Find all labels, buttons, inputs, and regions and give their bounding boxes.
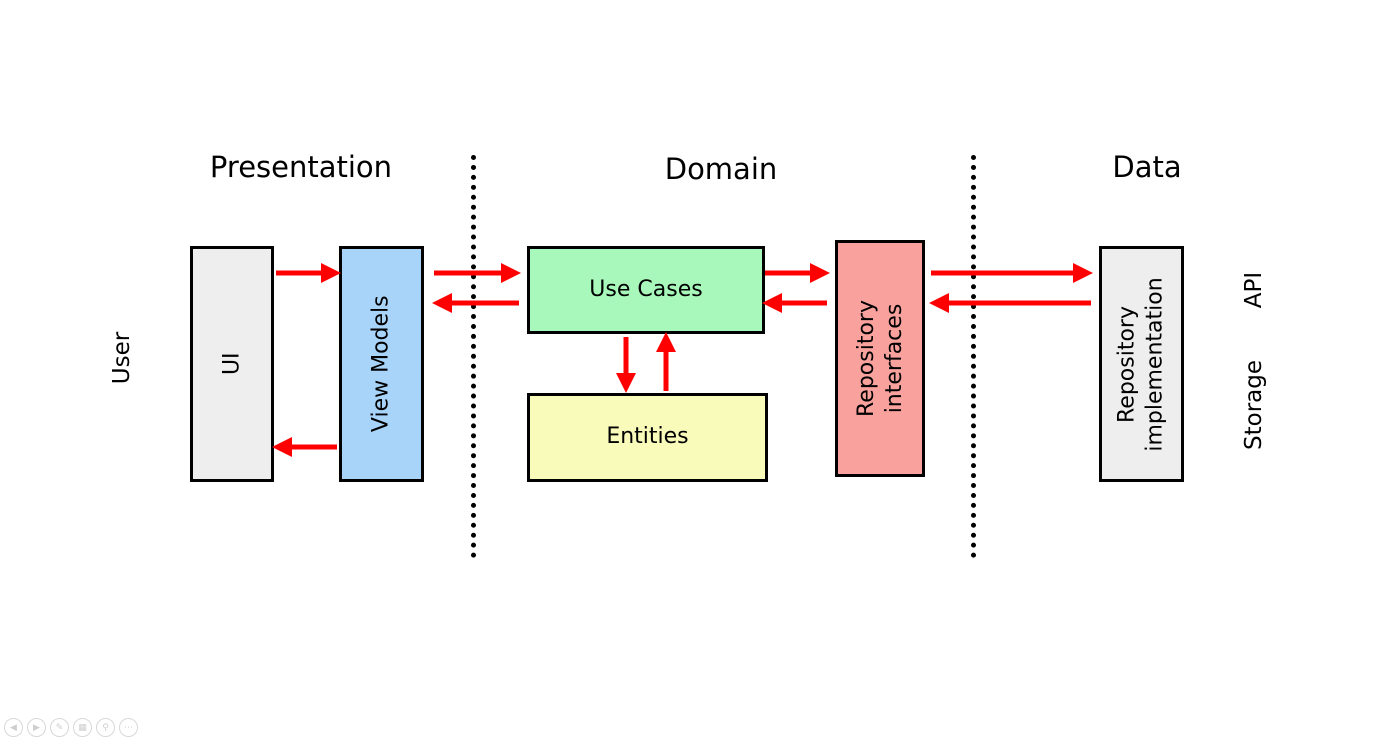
use-cases-box: Use Cases: [527, 246, 765, 334]
divider-domain-data: [971, 155, 976, 558]
heading-domain: Domain: [664, 152, 778, 186]
zoom-icon[interactable]: ⚲: [96, 718, 115, 737]
pen-icon[interactable]: ✎: [50, 718, 69, 737]
more-icon[interactable]: ⋯: [119, 718, 138, 737]
entities-box: Entities: [527, 393, 768, 482]
slides-icon[interactable]: ▦: [73, 718, 92, 737]
slide-controls: ◀ ▶ ✎ ▦ ⚲ ⋯: [4, 718, 138, 737]
repository-implementation-box: Repository implementation: [1099, 246, 1184, 482]
next-icon[interactable]: ▶: [27, 718, 46, 737]
ui-box: UI: [190, 246, 274, 482]
heading-data: Data: [1112, 150, 1182, 184]
divider-presentation-domain: [471, 155, 476, 558]
view-models-box: View Models: [339, 246, 424, 482]
entities-box-label: Entities: [606, 424, 689, 450]
use-cases-box-label: Use Cases: [589, 276, 703, 302]
repository-interfaces-box: Repository interfaces: [835, 240, 925, 477]
heading-presentation: Presentation: [209, 150, 393, 184]
previous-icon[interactable]: ◀: [4, 718, 23, 737]
